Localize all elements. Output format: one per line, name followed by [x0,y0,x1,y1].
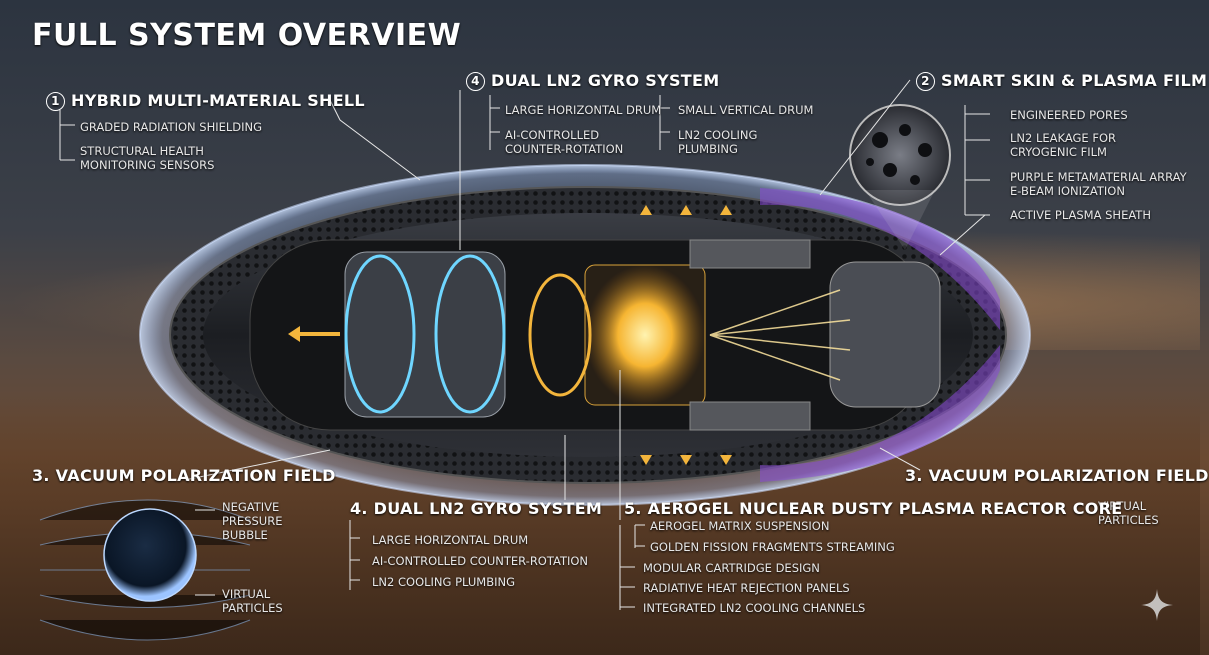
shell-item-1: GRADED RADIATION SHIELDING [80,120,263,134]
gyro-top-heading-text: DUAL LN2 GYRO SYSTEM [491,71,720,90]
vacuum-left-item-5: PARTICLES [222,601,283,615]
vacuum-right-heading: 3. VACUUM POLARIZATION FIELD [905,466,1209,485]
gyro-top-item-3: AI-CONTROLLED [505,128,600,142]
gyro-ring-2 [434,254,506,414]
gyro-top-item-5: LN2 COOLING [678,128,758,142]
coupling-ring [528,273,592,397]
vacuum-left-item-4: VIRTUAL [222,587,271,601]
plasma-skin-top [760,188,1000,330]
reactor-core [584,264,706,406]
fission-streams [709,289,851,381]
gyro-top-item-6: PLUMBING [678,142,738,156]
vacuum-right-item-1: VIRTUAL [1098,499,1147,513]
gyro-top-item-2: SMALL VERTICAL DRUM [678,103,814,117]
skin-item-5: E-BEAM IONIZATION [1010,184,1125,198]
gyro-bottom-item-2: AI-CONTROLLED COUNTER-ROTATION [372,554,589,568]
reactor-heading: 5. AEROGEL NUCLEAR DUSTY PLASMA REACTOR … [624,499,1123,518]
engine-nozzle [829,261,941,408]
cartridge-bottom [689,401,811,431]
gyro-top-heading: 4 DUAL LN2 GYRO SYSTEM [466,71,719,91]
gyro-ring-1 [344,254,416,414]
skin-item-4: PURPLE METAMATERIAL ARRAY [1010,170,1187,184]
shell-number: 1 [46,92,65,111]
skin-item-3: CRYOGENIC FILM [1010,145,1107,159]
skin-number: 2 [916,72,935,91]
vacuum-left-item-2: PRESSURE [222,514,283,528]
sparkle-icon [1141,589,1173,621]
plasma-skin-bottom [760,345,1000,482]
page-title: FULL SYSTEM OVERVIEW [32,18,462,53]
pores [866,124,932,185]
skin-heading: 2 SMART SKIN & PLASMA FILM [916,71,1207,91]
gyro-bottom-item-3: LN2 COOLING PLUMBING [372,575,515,589]
vacuum-bubble [103,508,197,602]
shell-heading: 1 HYBRID MULTI-MATERIAL SHELL [46,91,365,111]
shell-item-2: STRUCTURAL HEALTH [80,144,204,158]
gyro-top-item-1: LARGE HORIZONTAL DRUM [505,103,662,117]
gyro-bottom-item-1: LARGE HORIZONTAL DRUM [372,533,529,547]
skin-item-2: LN2 LEAKAGE FOR [1010,131,1117,145]
vacuum-left-item-1: NEGATIVE [222,500,280,514]
cartridge-top [689,239,811,269]
skin-item-6: ACTIVE PLASMA SHEATH [1010,208,1151,222]
gyro-top-number: 4 [466,72,485,91]
gyro-top-item-4: COUNTER-ROTATION [505,142,624,156]
shell-item-3: MONITORING SENSORS [80,158,215,172]
gyro-drum [344,251,506,418]
reactor-item-2: GOLDEN FISSION FRAGMENTS STREAMING [650,540,895,554]
reactor-item-1: AEROGEL MATRIX SUSPENSION [650,519,830,533]
skin-item-1: ENGINEERED PORES [1010,108,1128,122]
heat-arrows [640,205,732,465]
leader-lines [59,79,990,610]
pores-inset [849,104,951,206]
reactor-item-3: MODULAR CARTRIDGE DESIGN [643,561,820,575]
skin-heading-text: SMART SKIN & PLASMA FILM [941,71,1208,90]
vacuum-right-item-2: PARTICLES [1098,513,1159,527]
gyro-bottom-heading: 4. DUAL LN2 GYRO SYSTEM [350,499,603,518]
shell-heading-text: HYBRID MULTI-MATERIAL SHELL [71,91,365,110]
vacuum-left-item-3: BUBBLE [222,528,268,542]
reactor-item-5: INTEGRATED LN2 COOLING CHANNELS [643,601,866,615]
vacuum-left-heading: 3. VACUUM POLARIZATION FIELD [32,466,336,485]
reactor-item-4: RADIATIVE HEAT REJECTION PANELS [643,581,850,595]
